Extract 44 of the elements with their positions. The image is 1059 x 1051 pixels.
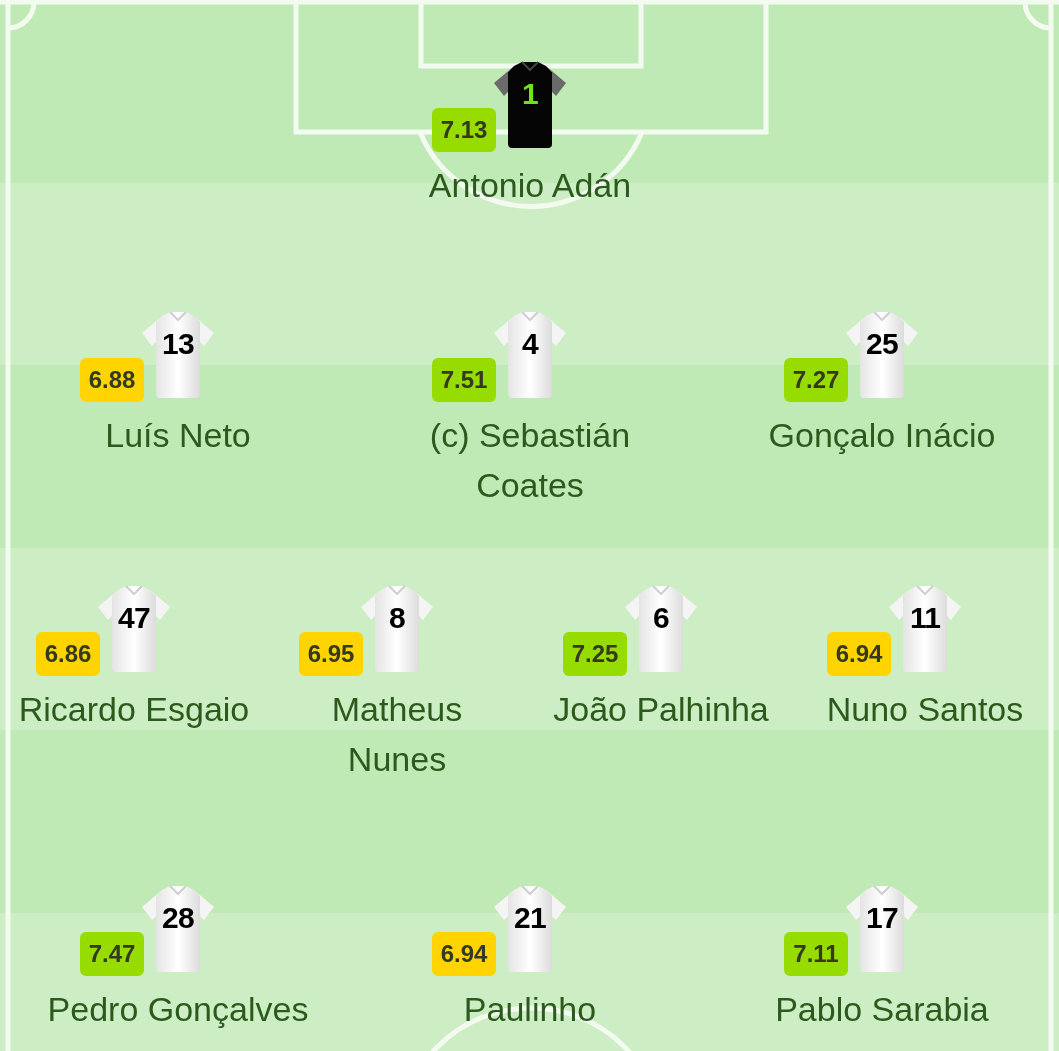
jersey <box>492 60 568 150</box>
rating-badge: 7.47 <box>80 932 144 976</box>
player-name: Ricardo Esgaio <box>17 689 251 730</box>
jersey <box>140 310 216 400</box>
jersey-number: 28 <box>161 902 195 934</box>
jersey-number: 47 <box>117 602 151 634</box>
jersey-number: 13 <box>161 328 195 360</box>
player-name: (c) Sebastián Coates <box>428 415 632 506</box>
rating-badge: 6.94 <box>432 932 496 976</box>
jersey <box>359 584 435 674</box>
jersey-number: 11 <box>908 602 942 634</box>
rating-badge: 7.51 <box>432 358 496 402</box>
player-name: Nuno Santos <box>825 689 1025 730</box>
rating-badge: 7.25 <box>563 632 627 676</box>
jersey-number: 17 <box>865 902 899 934</box>
jersey <box>492 310 568 400</box>
player-name: Antonio Adán <box>427 165 633 206</box>
jersey <box>140 884 216 974</box>
rating-badge: 7.11 <box>784 932 848 976</box>
rating-badge: 6.86 <box>36 632 100 676</box>
rating-badge: 7.13 <box>432 108 496 152</box>
jersey-number: 21 <box>513 902 547 934</box>
jersey <box>887 584 963 674</box>
player-name: Gonçalo Inácio <box>767 415 997 456</box>
player-name: João Palhinha <box>552 689 770 730</box>
jersey <box>844 884 920 974</box>
rating-badge: 6.88 <box>80 358 144 402</box>
jersey <box>492 884 568 974</box>
jersey <box>96 584 172 674</box>
rating-badge: 6.94 <box>827 632 891 676</box>
jersey-number: 1 <box>521 78 539 110</box>
rating-badge: 6.95 <box>299 632 363 676</box>
rating-badge: 7.27 <box>784 358 848 402</box>
jersey-number: 8 <box>388 602 406 634</box>
jersey-number: 6 <box>652 602 670 634</box>
player-name: Pedro Gonçalves <box>46 989 310 1030</box>
jersey <box>844 310 920 400</box>
jersey <box>623 584 699 674</box>
player-name: Pablo Sarabia <box>774 989 990 1030</box>
player-name: Luís Neto <box>104 415 252 456</box>
player-name: Matheus Nunes <box>330 689 464 780</box>
jersey-number: 4 <box>521 328 540 360</box>
player-name: Paulinho <box>462 989 598 1030</box>
jersey-number: 25 <box>865 328 899 360</box>
